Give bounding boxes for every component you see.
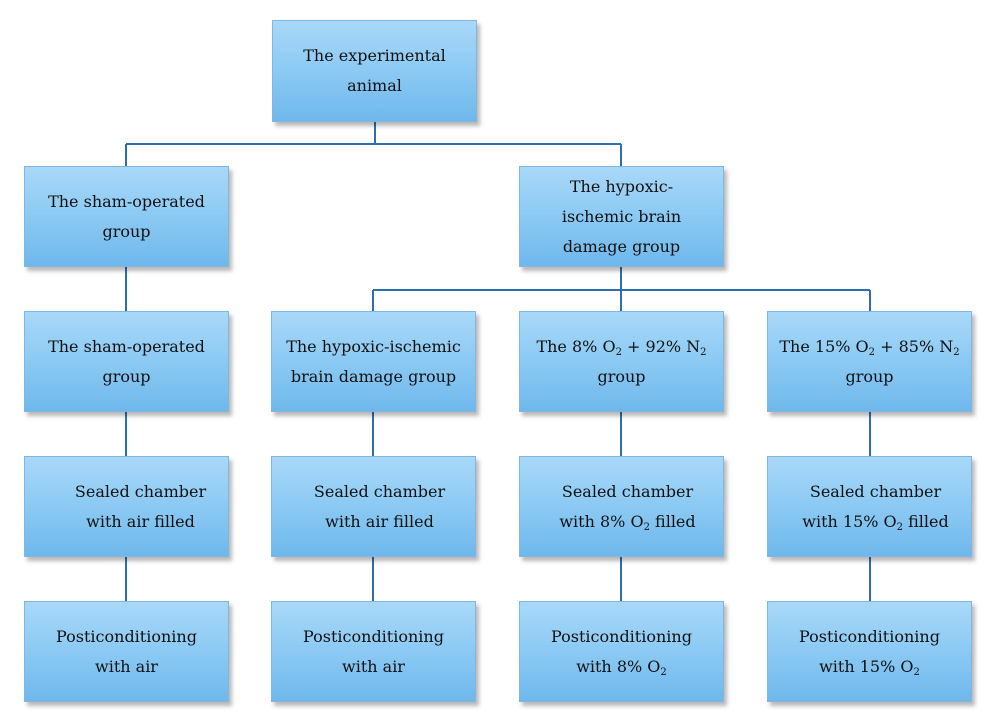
node-postconditioning-air-2: Posticonditioning with air	[271, 601, 476, 702]
label-part: + 85% N	[875, 336, 954, 356]
label-part: The 15% O	[779, 336, 869, 356]
node-chamber-air-2: Sealed chamber with air filled	[271, 456, 476, 557]
node-postconditioning-8-percent-o2: Posticonditioning with 8% O2	[519, 601, 724, 702]
node-label-line2: brain damage group	[290, 366, 457, 386]
node-label-line1: Posticonditioning	[303, 626, 444, 646]
node-label-line1: Sealed chamber	[313, 481, 446, 501]
node-label-line1: Sealed chamber	[561, 481, 694, 501]
node-group-hibd: The hypoxic-ischemic brain damage group	[271, 311, 476, 412]
subscript: 2	[643, 521, 650, 533]
node-label-line1: The sham-operated	[48, 336, 205, 356]
label-part: with 15% O	[802, 511, 897, 531]
node-label: The hypoxic-ischemic brain damage group	[561, 176, 682, 256]
label-part: + 92% N	[621, 336, 701, 356]
label-part: with 8% O	[559, 511, 644, 531]
node-chamber-air-1: Sealed chamber with air filled	[24, 456, 229, 557]
subscript: 2	[913, 666, 920, 678]
node-label-line2: with air	[95, 656, 158, 676]
label-part: The 8% O	[536, 336, 616, 356]
node-label-line2: group	[102, 366, 151, 386]
node-label-line1: Posticonditioning	[551, 626, 692, 646]
node-label-line2: with 15% O2	[819, 656, 920, 678]
label-part: group	[597, 366, 646, 386]
node-group-15-percent-o2: The 15% O2 + 85% N2 group	[767, 311, 972, 412]
node-label-line1: Posticonditioning	[799, 626, 940, 646]
node-label: The sham-operated group	[48, 191, 205, 241]
node-label: The 15% O2 + 85% N2 group	[776, 332, 963, 392]
node-label-line1: Posticonditioning	[56, 626, 197, 646]
label-part: group	[845, 366, 894, 386]
subscript: 2	[615, 346, 622, 358]
node-label-line2: with air	[342, 656, 405, 676]
node-label-line2: with 8% O2 filled	[559, 511, 696, 533]
node-label: The 8% O2 + 92% N2 group	[528, 332, 715, 392]
node-chamber-15-percent-o2: Sealed chamber with 15% O2 filled	[767, 456, 972, 557]
subscript: 2	[868, 346, 876, 358]
node-group-sham: The sham-operated group	[24, 311, 229, 412]
node-label-line2: with air filled	[86, 511, 195, 531]
node-label-line2: with air filled	[325, 511, 434, 531]
label-part: with 15% O	[819, 656, 914, 676]
node-sham-operated-group: The sham-operated group	[24, 166, 229, 267]
subscript: 2	[953, 346, 960, 358]
node-label-line2: with 15% O2 filled	[802, 511, 949, 533]
node-label: The experimental animal	[303, 46, 446, 95]
node-label-line1: Sealed chamber	[74, 481, 207, 501]
node-experimental-animal: The experimental animal	[272, 20, 477, 122]
node-postconditioning-15-percent-o2: Posticonditioning with 15% O2	[767, 601, 972, 702]
node-label-line1: The hypoxic-ischemic	[286, 336, 461, 356]
node-hypoxic-ischemic-group: The hypoxic-ischemic brain damage group	[519, 166, 724, 267]
node-group-8-percent-o2: The 8% O2 + 92% N2 group	[519, 311, 724, 412]
label-part: filled	[649, 511, 696, 531]
label-part: with 8% O	[576, 656, 661, 676]
subscript: 2	[896, 521, 904, 533]
subscript: 2	[660, 666, 667, 678]
node-chamber-8-percent-o2: Sealed chamber with 8% O2 filled	[519, 456, 724, 557]
node-postconditioning-air-1: Posticonditioning with air	[24, 601, 229, 702]
node-label-line1: Sealed chamber	[809, 481, 942, 501]
label-part: filled	[903, 511, 949, 531]
subscript: 2	[700, 346, 707, 358]
node-label-line2: with 8% O2	[576, 656, 667, 678]
